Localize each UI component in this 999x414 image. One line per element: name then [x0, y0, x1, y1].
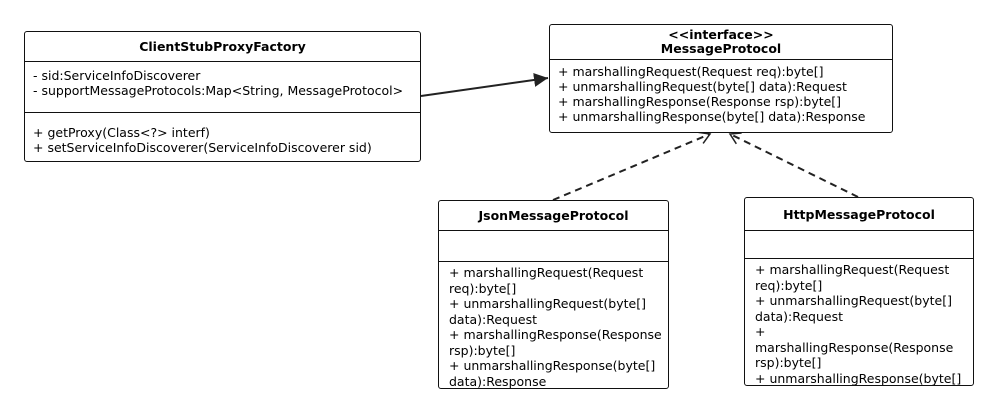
operation-item: + unmarshallingResponse(byte[] data):Res…	[755, 370, 962, 386]
attribute-item: - supportMessageProtocols:Map<String, Me…	[33, 83, 404, 98]
class-name: JsonMessageProtocol	[478, 208, 629, 223]
operations-section: + marshallingRequest(Request req):byte[]…	[439, 261, 668, 389]
operations-section: + getProxy(Class<?> interf) + setService…	[25, 112, 420, 158]
realization-line-json	[552, 131, 712, 201]
operation-item: + marshallingResponse(Response rsp):byte…	[558, 94, 842, 109]
operation-item: + marshallingRequest(Request req):byte[]	[449, 265, 644, 296]
attribute-item: - sid:ServiceInfoDiscoverer	[33, 68, 201, 83]
operation-item: + marshallingResponse(Response rsp):byte…	[449, 327, 662, 358]
operation-item: + unmarshallingResponse(byte[] data):Res…	[449, 358, 656, 389]
class-header: HttpMessageProtocol	[745, 198, 973, 231]
realization-line-http	[728, 132, 859, 198]
operation-item: + setServiceInfoDiscoverer(ServiceInfoDi…	[33, 140, 372, 155]
operation-item: + marshallingRequest(Request req):byte[]	[755, 262, 950, 293]
operation-item: + marshallingRequest(Request req):byte[]	[558, 64, 824, 79]
class-header: <<interface>> MessageProtocol	[550, 25, 892, 60]
class-client-stub-proxy-factory[interactable]: ClientStubProxyFactory - sid:ServiceInfo…	[24, 31, 421, 162]
class-name: MessageProtocol	[660, 41, 782, 56]
operation-item: + getProxy(Class<?> interf)	[33, 125, 210, 140]
stereotype-label: <<interface>>	[668, 27, 774, 42]
operations-section: + marshallingRequest(Request req):byte[]…	[745, 258, 973, 386]
operation-item: + unmarshallingRequest(byte[] data):Requ…	[449, 296, 646, 327]
operation-item: + unmarshallingRequest(byte[] data):Requ…	[558, 79, 847, 94]
operation-item: + unmarshallingResponse(byte[] data):Res…	[558, 109, 866, 124]
class-header: JsonMessageProtocol	[439, 201, 668, 231]
operations-section: + marshallingRequest(Request req):byte[]…	[550, 60, 892, 127]
class-http-message-protocol[interactable]: HttpMessageProtocol + marshallingRequest…	[744, 197, 974, 386]
attributes-section: - sid:ServiceInfoDiscoverer - supportMes…	[25, 62, 420, 112]
class-header: ClientStubProxyFactory	[25, 32, 420, 62]
class-name: ClientStubProxyFactory	[139, 39, 306, 54]
interface-message-protocol[interactable]: <<interface>> MessageProtocol + marshall…	[549, 24, 893, 133]
class-name: HttpMessageProtocol	[783, 206, 935, 222]
association-line	[420, 73, 549, 97]
attributes-section	[745, 231, 973, 258]
operation-item: + unmarshallingRequest(byte[] data):Requ…	[755, 293, 952, 324]
operation-item: + marshallingResponse(Response rsp):byte…	[755, 324, 954, 370]
class-json-message-protocol[interactable]: JsonMessageProtocol + marshallingRequest…	[438, 200, 669, 389]
attributes-section	[439, 231, 668, 261]
